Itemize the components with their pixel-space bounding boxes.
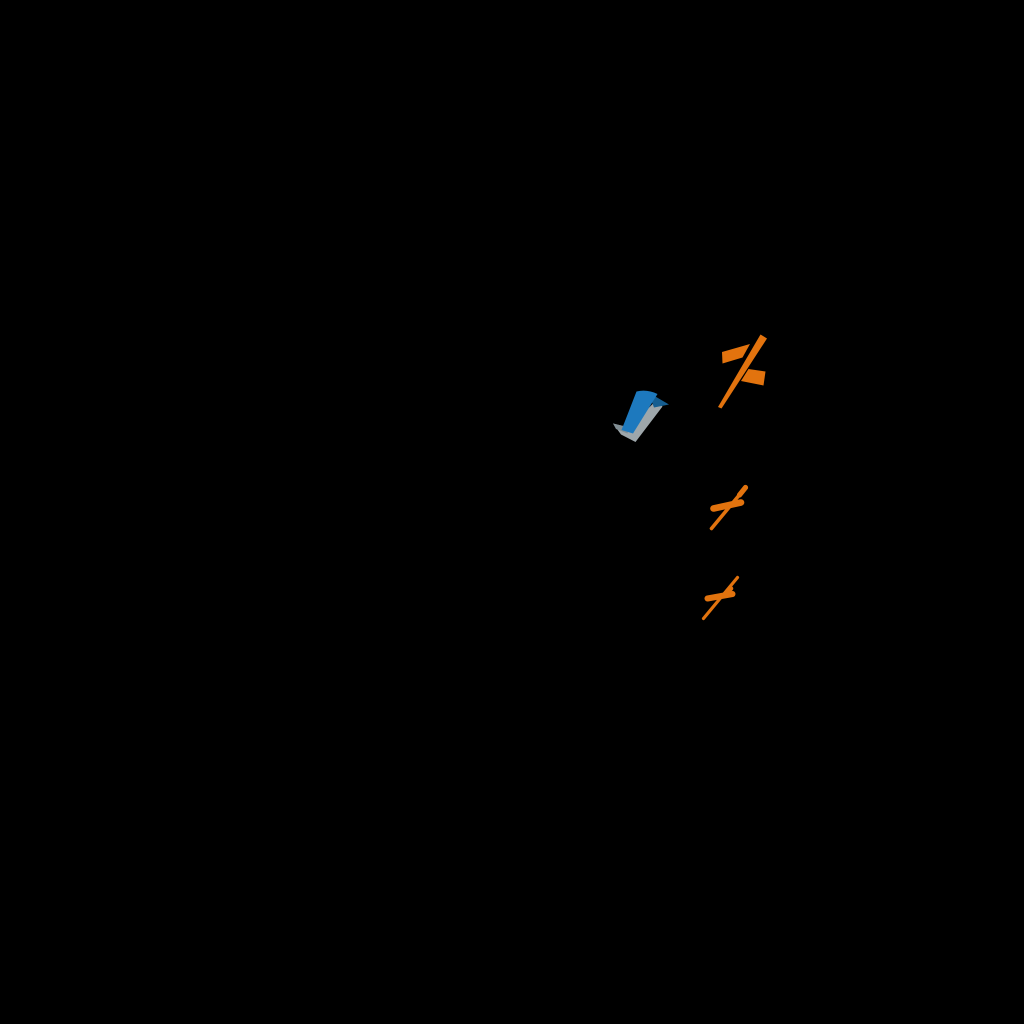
orange-brush-glyph-small-icon xyxy=(701,575,740,621)
orange-brush-glyph-large-icon xyxy=(718,334,767,409)
orange-brush-glyph-middle-icon xyxy=(709,484,749,531)
glyph-middle-cross-bar xyxy=(710,499,745,512)
ribbon-blue-band xyxy=(621,390,658,434)
ribbon-check-logo-icon xyxy=(613,390,669,442)
glyph-large-upper-bar xyxy=(722,344,750,364)
glyph-small-cross-bar xyxy=(704,591,736,602)
glyph-middle-knot-stroke xyxy=(736,484,749,498)
glyph-large-lower-bar xyxy=(741,369,766,386)
glyph-large-diagonal-stroke xyxy=(718,334,767,409)
